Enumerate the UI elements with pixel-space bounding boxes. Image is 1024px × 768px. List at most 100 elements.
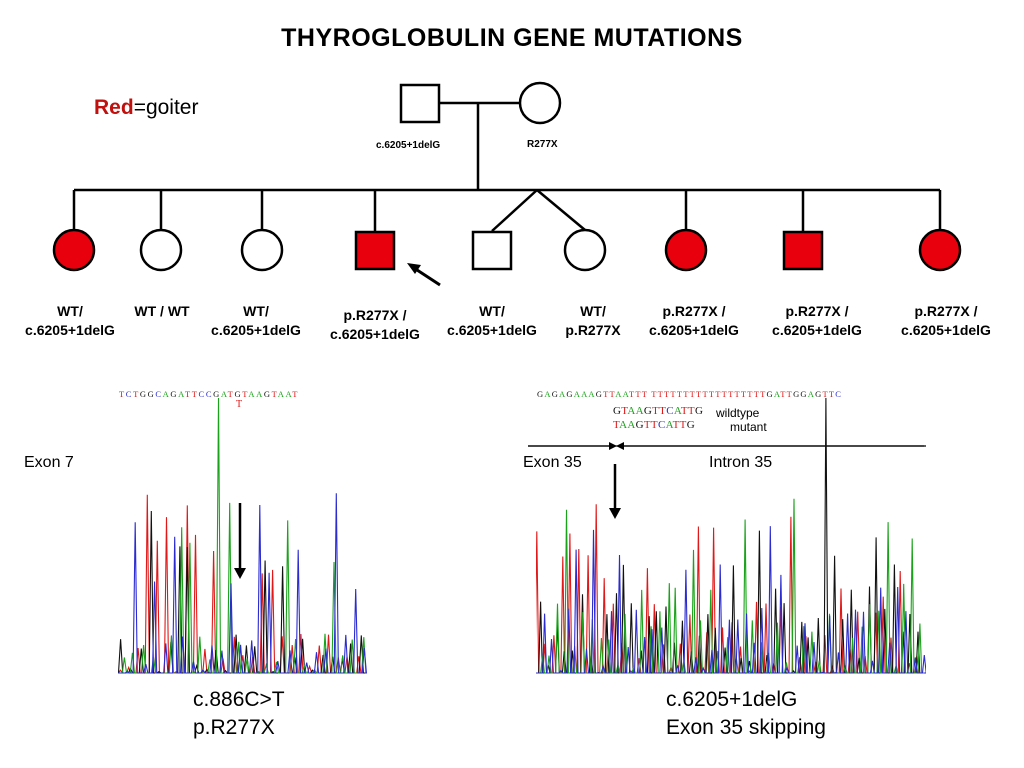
base: G xyxy=(213,389,221,399)
base: C xyxy=(657,419,666,431)
base: G xyxy=(686,419,695,431)
base: C xyxy=(198,389,206,399)
base: T xyxy=(664,389,671,399)
base: G xyxy=(793,389,801,399)
exon7-sequence: TCTGGCAGATTCCGATGTAAGTAAT xyxy=(119,389,299,399)
exon35-sequence: GAGAGAAAGTTAATTT TTTTTTTTTTTTTTTTTTGATTG… xyxy=(537,389,842,399)
base: A xyxy=(773,389,781,399)
child-5-genotype: WT/c.6205+1delG xyxy=(447,303,537,338)
base: G xyxy=(613,405,622,417)
base: T xyxy=(696,389,703,399)
base: T xyxy=(676,389,684,399)
base: A xyxy=(635,405,644,417)
base: G xyxy=(537,389,545,399)
base: T xyxy=(609,389,616,399)
twin-line xyxy=(536,189,586,231)
base: A xyxy=(573,389,582,399)
base: T xyxy=(680,405,688,417)
base: A xyxy=(588,389,596,399)
base: T xyxy=(753,389,761,399)
base: T xyxy=(651,389,658,399)
base: G xyxy=(815,389,823,399)
twin-line xyxy=(491,189,538,232)
base: A xyxy=(673,405,681,417)
mutant-sequence: TAAGTTCATTG xyxy=(613,419,695,431)
pedigree-chart xyxy=(52,81,962,287)
base: A xyxy=(581,389,589,399)
base: G xyxy=(766,389,774,399)
base: T xyxy=(271,389,278,399)
base: T xyxy=(728,389,735,399)
base: T xyxy=(740,389,748,399)
wildtype-label: wildtype xyxy=(716,406,760,420)
child-6-symbol xyxy=(563,228,607,272)
child-3-genotype: WT/c.6205+1delG xyxy=(211,303,301,338)
base: T xyxy=(652,405,660,417)
base: T xyxy=(702,389,709,399)
base: T xyxy=(227,389,235,399)
base: C xyxy=(835,389,843,399)
base: T xyxy=(292,389,300,399)
exon35-chromatogram xyxy=(536,397,926,674)
children-symbols xyxy=(52,228,962,272)
base: G xyxy=(643,405,653,417)
base: T xyxy=(734,389,741,399)
wildtype-sequence: GTAAGTTCATTG xyxy=(613,405,703,417)
base: T xyxy=(657,389,665,399)
child-7-symbol xyxy=(664,228,708,272)
base: A xyxy=(248,389,257,399)
base: G xyxy=(234,389,243,399)
base: T xyxy=(242,389,249,399)
base: G xyxy=(694,405,704,417)
child-9-symbol xyxy=(918,228,962,272)
mutant-label: mutant xyxy=(730,420,767,434)
base: T xyxy=(191,389,199,399)
base: A xyxy=(256,389,264,399)
base: A xyxy=(559,389,567,399)
base: T xyxy=(133,389,140,399)
trace-line xyxy=(118,493,367,674)
base: G xyxy=(147,389,156,399)
trace-line xyxy=(536,526,926,674)
base: T xyxy=(708,389,716,399)
child-8-genotype: p.R277X /c.6205+1delG xyxy=(772,303,862,338)
base: T xyxy=(659,405,667,417)
base: T xyxy=(721,389,729,399)
base: G xyxy=(170,389,179,399)
base: A xyxy=(627,419,636,431)
base: T xyxy=(687,405,695,417)
base: A xyxy=(285,389,293,399)
base: A xyxy=(544,389,552,399)
legend-meaning: =goiter xyxy=(133,96,199,119)
slide-title: THYROGLOBULIN GENE MUTATIONS xyxy=(281,24,743,52)
child-4-symbol xyxy=(354,230,396,271)
child-1-symbol xyxy=(52,228,96,272)
base: T xyxy=(670,389,677,399)
base: T xyxy=(184,389,192,399)
child-3-symbol xyxy=(240,228,284,272)
mutant-base: T xyxy=(236,399,244,410)
base: T xyxy=(613,419,620,431)
mother-genotype: R277X xyxy=(527,139,558,150)
exon35-deletion-arrow xyxy=(609,464,621,519)
pedigree-lines xyxy=(72,101,942,232)
child-2-genotype: WT / WT xyxy=(134,303,190,319)
child-6-genotype: WT/p.R277X xyxy=(565,303,621,338)
exon7-mutation-arrow xyxy=(234,503,246,579)
base: T xyxy=(641,389,649,399)
intron35-label: Intron 35 xyxy=(709,454,773,471)
base: T xyxy=(119,389,126,399)
base: T xyxy=(683,389,690,399)
base: T xyxy=(603,389,610,399)
base: G xyxy=(139,389,148,399)
base: T xyxy=(822,389,829,399)
base: A xyxy=(615,389,623,399)
left-caption: c.886C>T p.R277X xyxy=(193,688,285,739)
base: G xyxy=(551,389,560,399)
base: T xyxy=(650,419,658,431)
child-9-genotype: p.R277X /c.6205+1delG xyxy=(901,303,991,338)
base: A xyxy=(178,389,185,399)
child-8-symbol xyxy=(782,230,824,271)
base: A xyxy=(619,419,628,431)
base: A xyxy=(665,419,673,431)
